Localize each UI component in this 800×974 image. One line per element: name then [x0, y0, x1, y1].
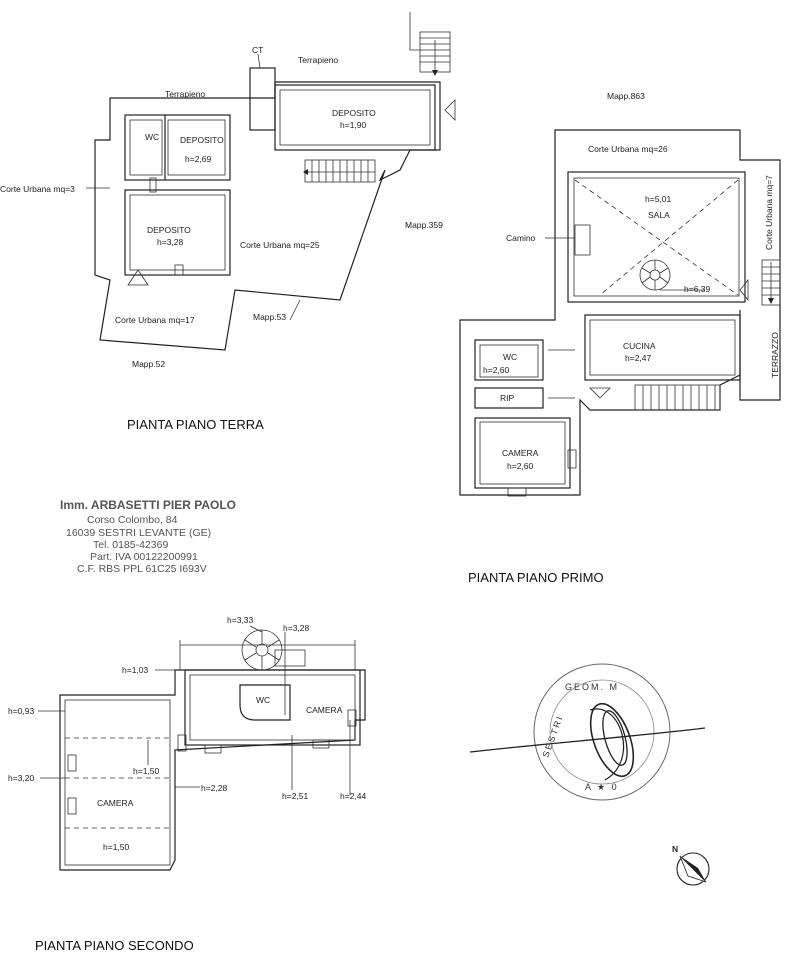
- stamp-vat: Part. IVA 00122200991: [90, 551, 198, 563]
- label-deposito-top-h: h=1,90: [340, 120, 367, 130]
- label-corte-right: Corte Urbana mq=7: [764, 175, 774, 250]
- label-deposito-low-h: h=3,28: [157, 237, 184, 247]
- second-floor-plan: h=3,33 h=3,28 h=1,03 h=0,93 WC CAMERA h=…: [8, 615, 367, 953]
- compass-north-label: N: [672, 844, 678, 854]
- seal-bottom-text: A ★ 0: [585, 782, 619, 792]
- label-camera-left: CAMERA: [97, 798, 134, 808]
- label-corte-left: Corte Urbana mq=3: [0, 184, 75, 194]
- label-wc: WC: [145, 132, 159, 142]
- label-h103: h=1,03: [122, 665, 149, 675]
- label-deposito-mid-h: h=2,69: [185, 154, 212, 164]
- ground-stair-top: [409, 12, 451, 76]
- first-floor-title: PIANTA PIANO PRIMO: [468, 570, 604, 585]
- label-h150-bottom: h=1,50: [103, 842, 130, 852]
- label-rip: RIP: [500, 393, 515, 403]
- label-terrazzo: TERRAZZO: [770, 332, 780, 378]
- label-mapp-53: Mapp.53: [253, 312, 286, 322]
- label-wc-h: h=2,60: [483, 365, 510, 375]
- label-mapp-359: Mapp.359: [405, 220, 443, 230]
- seal-top-text: GEOM. M: [565, 682, 619, 692]
- ground-stair-middle: [303, 159, 376, 183]
- seal-left-text: SESTRI: [540, 713, 565, 758]
- agency-stamp: Imm. ARBASETTI PIER PAOLO Corso Colombo,…: [60, 498, 236, 575]
- label-sala: SALA: [648, 210, 670, 220]
- ground-floor-plan: CT Terrapieno Terrapieno DEPOSITO h=1,90…: [0, 12, 456, 432]
- label-sala-h: h=5,01: [645, 194, 672, 204]
- label-h328: h=3,28: [283, 623, 310, 633]
- label-h244: h=2,44: [340, 791, 367, 801]
- north-compass: N: [672, 844, 710, 886]
- ground-floor-title: PIANTA PIANO TERRA: [127, 417, 264, 432]
- first-stair-right: [761, 259, 781, 306]
- label-cucina: CUCINA: [623, 341, 656, 351]
- stamp-city: 16039 SESTRI LEVANTE (GE): [66, 527, 211, 539]
- label-camino: Camino: [506, 233, 536, 243]
- label-h150-top: h=1,50: [133, 766, 160, 776]
- label-h093: h=0,93: [8, 706, 35, 716]
- label-ct: CT: [252, 45, 263, 55]
- label-corte-mid: Corte Urbana mq=25: [240, 240, 320, 250]
- label-h251: h=2,51: [282, 791, 309, 801]
- label-h228: h=2,28: [201, 783, 228, 793]
- label-wc: WC: [256, 695, 270, 705]
- label-camera-h: h=2,60: [507, 461, 534, 471]
- signature: [469, 702, 706, 781]
- label-corte-top: Corte Urbana mq=26: [588, 144, 668, 154]
- surveyor-seal: GEOM. M SESTRI A ★ 0: [469, 663, 706, 801]
- first-stair-bottom: [634, 384, 721, 411]
- first-floor-plan: Mapp.863 Corte Urbana mq=26 Corte Urbana…: [459, 91, 781, 585]
- label-wc: WC: [503, 352, 517, 362]
- first-spiral-stair: [639, 259, 705, 291]
- label-mapp-52: Mapp.52: [132, 359, 165, 369]
- label-h320: h=3,20: [8, 773, 35, 783]
- label-stair-h: h=6,39: [684, 284, 711, 294]
- stamp-address: Corso Colombo, 84: [87, 514, 178, 526]
- label-deposito-top: DEPOSITO: [332, 108, 376, 118]
- stamp-tel: Tel. 0185-42369: [93, 539, 168, 551]
- label-camera: CAMERA: [502, 448, 539, 458]
- label-mapp-863: Mapp.863: [607, 91, 645, 101]
- label-terrapieno-left: Terrapieno: [165, 89, 205, 99]
- stamp-cf: C.F. RBS PPL 61C25 I693V: [77, 563, 207, 575]
- label-deposito-low: DEPOSITO: [147, 225, 191, 235]
- label-h333: h=3,33: [227, 615, 254, 625]
- stamp-name: Imm. ARBASETTI PIER PAOLO: [60, 498, 236, 512]
- label-deposito-mid: DEPOSITO: [180, 135, 224, 145]
- second-spiral-stair: [241, 629, 306, 671]
- label-cucina-h: h=2,47: [625, 353, 652, 363]
- label-corte-bottom: Corte Urbana mq=17: [115, 315, 195, 325]
- second-floor-title: PIANTA PIANO SECONDO: [35, 938, 194, 953]
- label-camera-right: CAMERA: [306, 705, 343, 715]
- label-terrapieno-top: Terrapieno: [298, 55, 338, 65]
